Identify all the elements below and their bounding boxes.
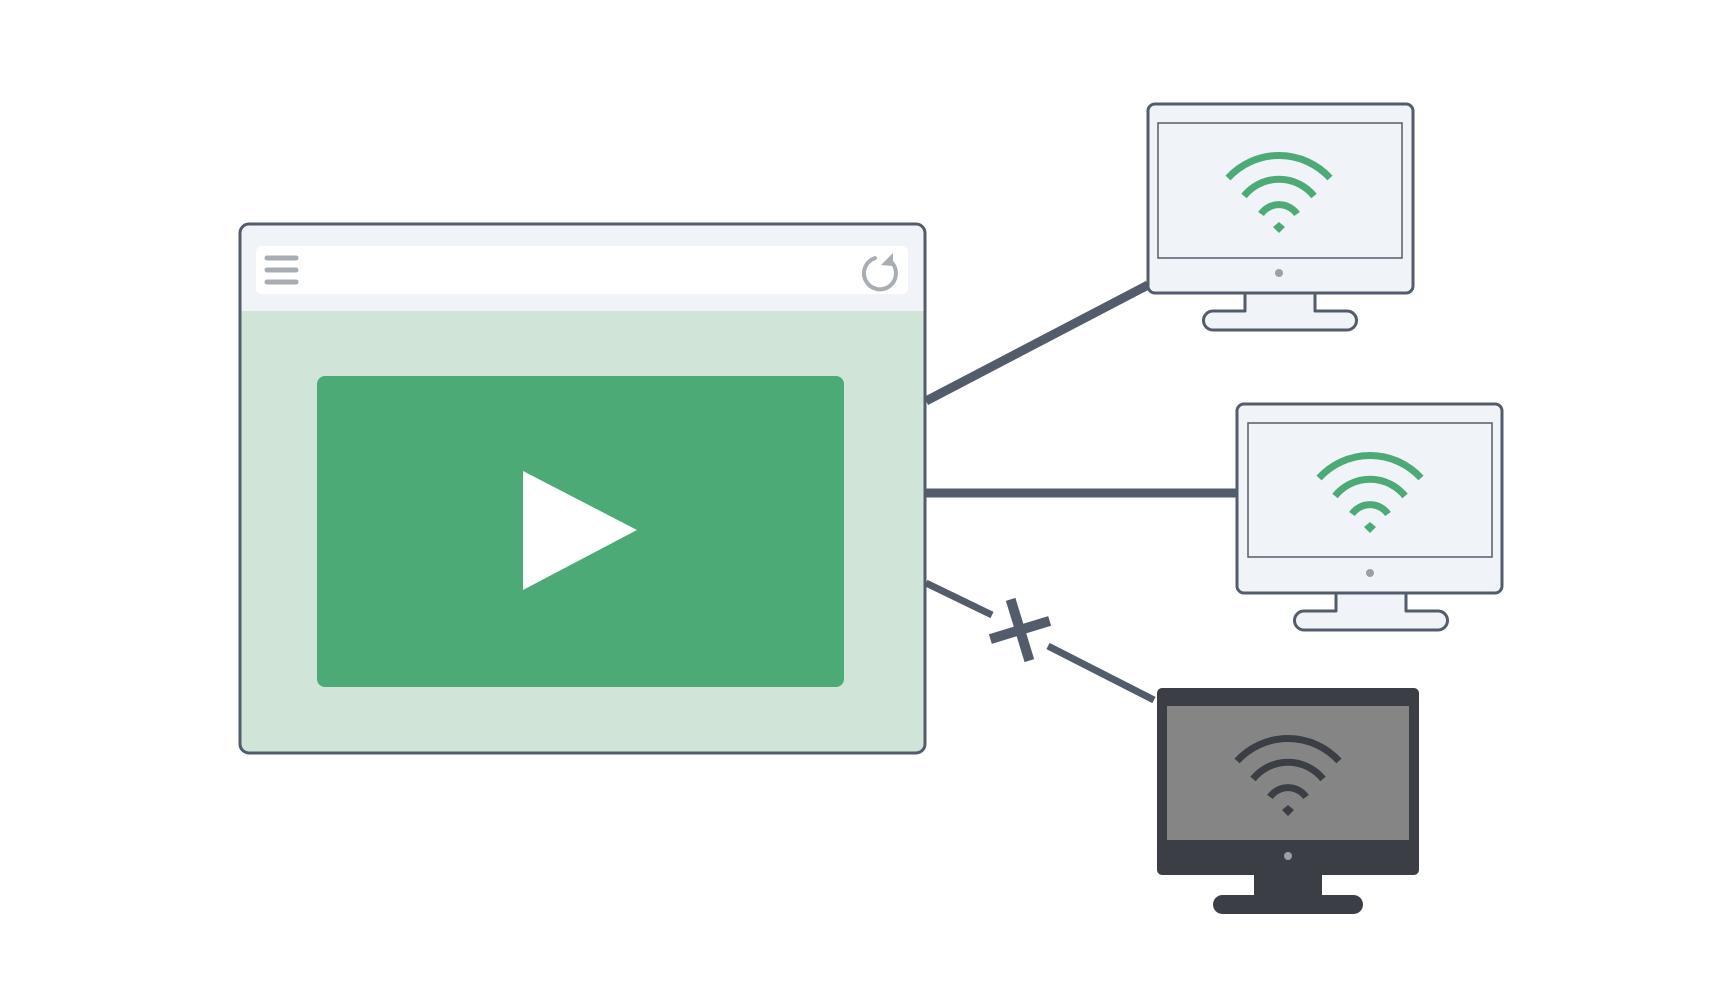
- monitor-2-led: [1366, 569, 1374, 577]
- monitor-1-led: [1275, 269, 1283, 277]
- monitor-2-screen: [1247, 422, 1493, 558]
- connector-monitor-3-segment-b: [1046, 642, 1156, 704]
- browser-window-outline: [238, 222, 927, 755]
- menu-icon[interactable]: [264, 255, 299, 285]
- wifi-icon: [1234, 735, 1342, 816]
- monitor-3-stand-base: [1213, 895, 1363, 914]
- connector-monitor-3-segment-a: [924, 579, 994, 619]
- monitor-2-stand: [1293, 593, 1449, 632]
- monitor-2-body: [1235, 402, 1504, 595]
- wifi-icon: [1316, 452, 1424, 533]
- monitor-2: [1235, 402, 1504, 632]
- monitor-1: [1146, 102, 1415, 332]
- monitor-1-screen: [1157, 122, 1403, 259]
- monitor-1-stand: [1202, 293, 1358, 332]
- monitor-1-body: [1146, 102, 1415, 295]
- play-icon[interactable]: [523, 471, 637, 590]
- reload-icon[interactable]: [861, 253, 898, 292]
- browser-address-bar[interactable]: [256, 246, 908, 294]
- browser-window: [238, 222, 927, 755]
- wifi-icon: [1225, 152, 1333, 233]
- connector-monitor-1: [923, 281, 1151, 405]
- connectors: [923, 281, 1236, 704]
- monitor-3-screen: [1167, 706, 1409, 840]
- monitor-3-led: [1284, 852, 1292, 860]
- monitor-3: [1157, 688, 1419, 914]
- x-icon: [988, 597, 1052, 663]
